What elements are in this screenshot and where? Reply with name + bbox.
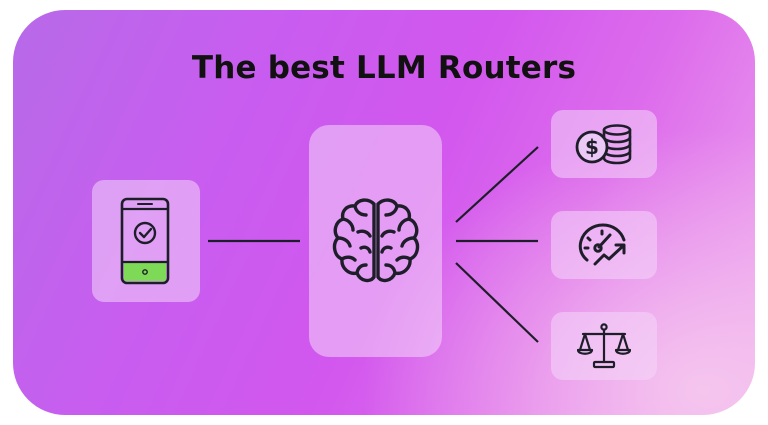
dollar-coins-icon: $: [575, 124, 632, 165]
cost-node: $: [551, 110, 657, 178]
balance-node: [551, 312, 657, 380]
balance-scale-icon: [577, 323, 631, 369]
router-node: [309, 125, 442, 357]
speed-node: [551, 211, 657, 279]
speedometer-trend-icon: [578, 223, 626, 266]
smartphone-check-icon: [120, 197, 170, 285]
svg-text:$: $: [585, 135, 599, 159]
input-node: [92, 180, 200, 302]
brain-icon: [332, 198, 419, 283]
diagram-title: The best LLM Routers: [191, 50, 577, 86]
